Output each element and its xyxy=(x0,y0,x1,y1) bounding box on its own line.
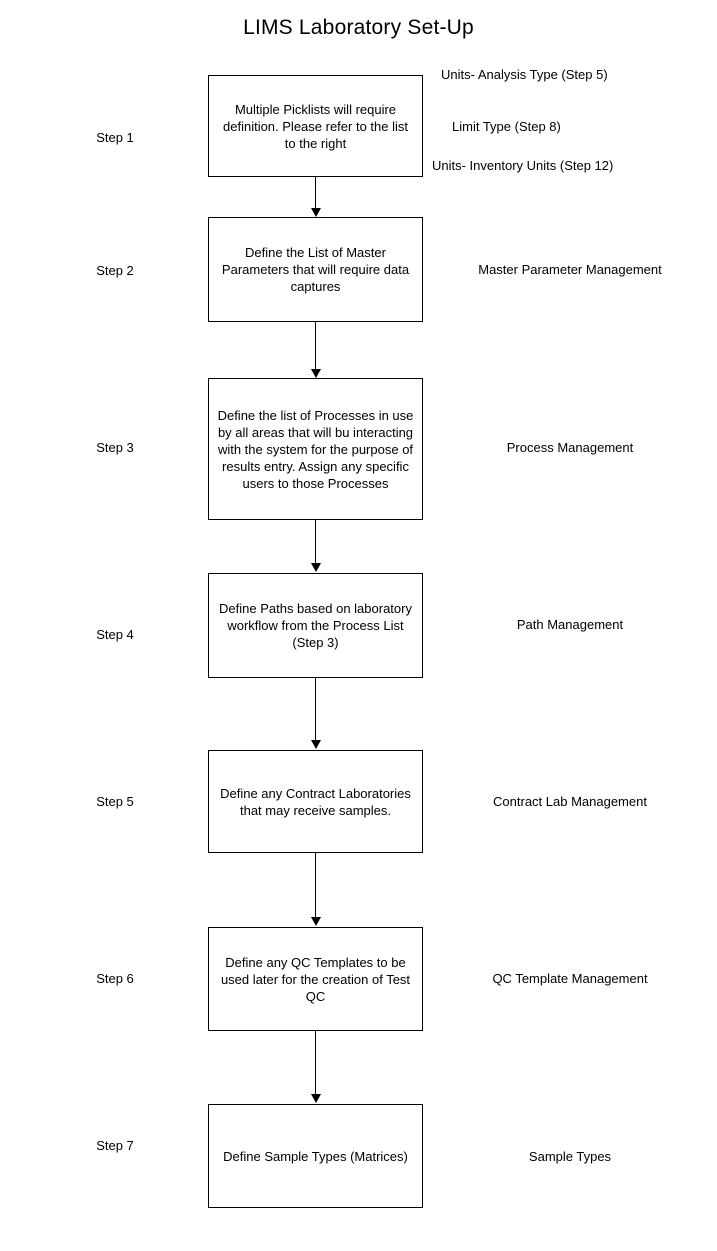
side-label-4: Path Management xyxy=(516,617,624,632)
connector-line xyxy=(315,322,316,369)
step-label-7: Step 7 xyxy=(96,1138,134,1153)
step-box-text-5: Define any Contract Laboratories that ma… xyxy=(220,785,411,818)
connector-line xyxy=(315,1031,316,1094)
step-box-text-2: Define the List of Master Parameters tha… xyxy=(221,245,410,294)
arrowhead-icon xyxy=(311,563,321,572)
step-box-3[interactable]: Define the list of Processes in use by a… xyxy=(208,378,423,520)
arrowhead-icon xyxy=(311,369,321,378)
step-label-1: Step 1 xyxy=(96,130,134,145)
step-label-3: Step 3 xyxy=(96,440,134,455)
page-title: LIMS Laboratory Set-Up xyxy=(243,16,474,39)
step-label-5: Step 5 xyxy=(96,794,134,809)
step-box-4[interactable]: Define Paths based on laboratory workflo… xyxy=(208,573,423,678)
connector-line xyxy=(315,853,316,917)
side-label-5: Contract Lab Management xyxy=(493,794,647,809)
arrowhead-icon xyxy=(311,740,321,749)
step-box-6[interactable]: Define any QC Templates to be used later… xyxy=(208,927,423,1031)
step-box-text-6: Define any QC Templates to be used later… xyxy=(220,954,411,1004)
side-label-3: Process Management xyxy=(506,440,634,455)
picklist-note-limit-type: Limit Type (Step 8) xyxy=(452,119,561,134)
step-box-2[interactable]: Define the List of Master Parameters tha… xyxy=(208,217,423,322)
picklist-note-analysis-type: Units- Analysis Type (Step 5) xyxy=(441,67,608,82)
step-box-1[interactable]: Multiple Picklists will require definiti… xyxy=(208,75,423,177)
step-box-5[interactable]: Define any Contract Laboratories that ma… xyxy=(208,750,423,853)
connector-line xyxy=(315,177,316,208)
side-label-6: QC Template Management xyxy=(492,971,648,986)
step-box-text-1: Multiple Picklists will require definiti… xyxy=(223,101,408,151)
step-label-4: Step 4 xyxy=(96,627,134,642)
step-label-2: Step 2 xyxy=(96,263,134,278)
step-box-text-3: Define the list of Processes in use by a… xyxy=(217,407,414,491)
step-box-text-7: Define Sample Types (Matrices) xyxy=(223,1148,408,1164)
side-label-7: Sample Types xyxy=(528,1149,612,1164)
arrowhead-icon xyxy=(311,208,321,217)
step-box-text-4: Define Paths based on laboratory workflo… xyxy=(219,601,412,650)
picklist-note-inventory-units: Units- Inventory Units (Step 12) xyxy=(432,158,614,173)
step-box-7[interactable]: Define Sample Types (Matrices) xyxy=(208,1104,423,1208)
side-label-2: Master Parameter Management xyxy=(478,262,662,277)
connector-line xyxy=(315,520,316,563)
arrowhead-icon xyxy=(311,917,321,926)
arrowhead-icon xyxy=(311,1094,321,1103)
step-label-6: Step 6 xyxy=(96,971,134,986)
connector-line xyxy=(315,678,316,740)
